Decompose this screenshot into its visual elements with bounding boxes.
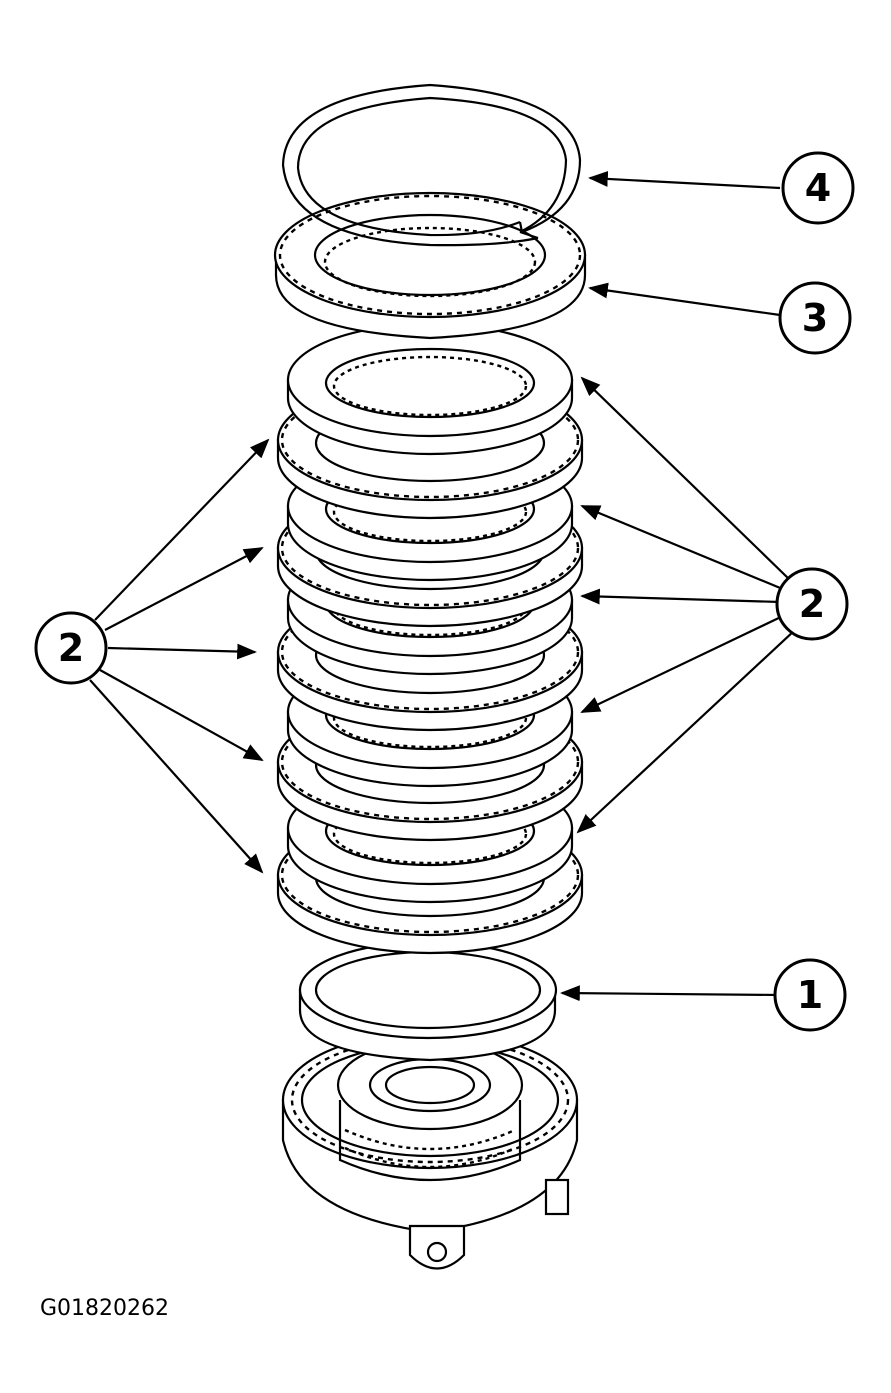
clutch-drum (281, 1030, 579, 1270)
callout-3: 3 (778, 281, 852, 355)
callout-2-left-label: 2 (58, 626, 84, 670)
figure-code: G01820262 (40, 1296, 170, 1321)
leader-lines (89, 171, 796, 1002)
callout-2-right-label: 2 (799, 582, 825, 626)
clutch-plate-stack (276, 322, 584, 955)
callout-2-right: 2 (775, 567, 849, 641)
callout-4-label: 4 (805, 166, 831, 210)
callout-1: 1 (773, 958, 847, 1032)
callout-1-label: 1 (797, 973, 823, 1017)
pressure-plate (273, 191, 587, 340)
spring-retainer-ring (298, 940, 558, 1062)
steel-plate (286, 322, 574, 456)
callout-3-label: 3 (802, 296, 828, 340)
callout-2-left: 2 (34, 611, 108, 685)
callout-4: 4 (781, 151, 855, 225)
snap-ring (281, 83, 582, 247)
